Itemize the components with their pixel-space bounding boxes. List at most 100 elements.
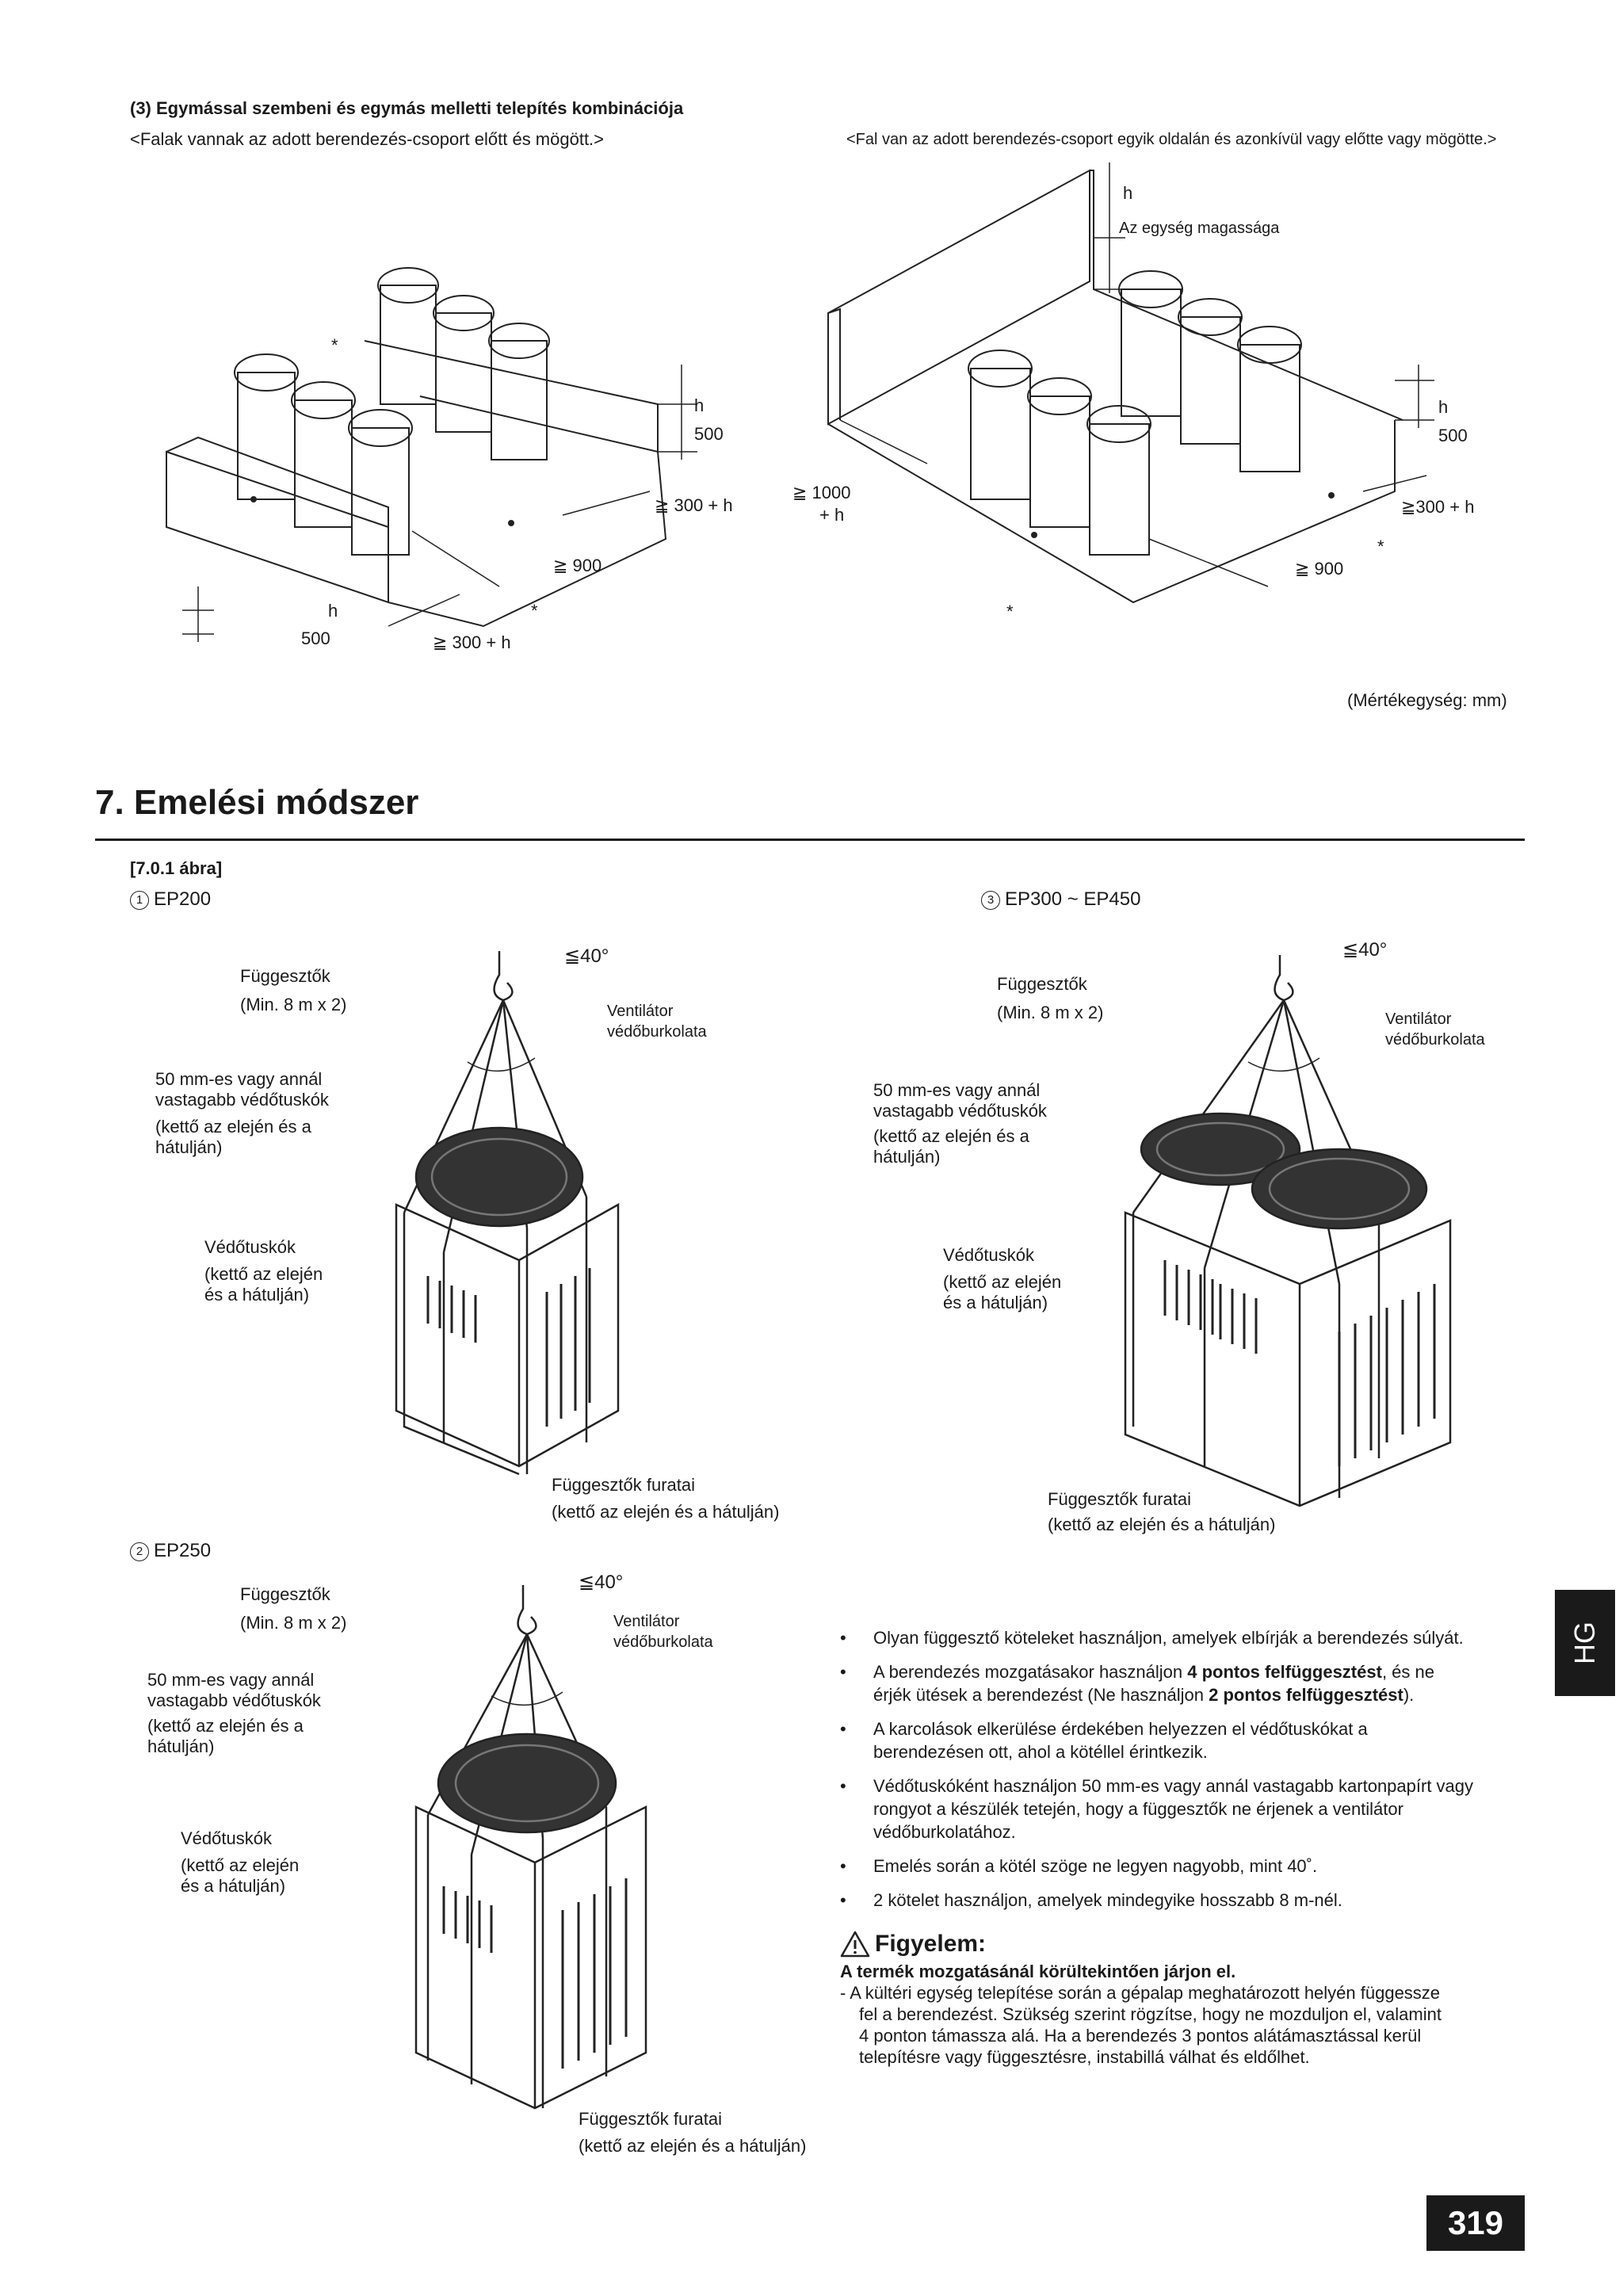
fig1-pads4: hátulján) xyxy=(155,1137,223,1157)
fig1-guards1: Védőtuskók xyxy=(204,1237,296,1257)
fig3-pads4: hátulján) xyxy=(873,1147,941,1167)
fig1-holes1: Függesztők furatai xyxy=(552,1475,695,1495)
left-installation-diagram xyxy=(166,267,697,642)
list-item: Védőtuskóként használjon 50 mm-es vagy a… xyxy=(840,1775,1474,1843)
fig1-holes2: (kettő az elején és a hátulján) xyxy=(552,1502,780,1522)
fig2-guards3: és a hátulján) xyxy=(181,1876,286,1896)
fig1-label: 1 EP200 xyxy=(130,888,211,911)
fig1-angle: ≦40° xyxy=(564,946,609,967)
list-item: Emelés során a kötél szöge ne legyen nag… xyxy=(840,1855,1474,1878)
fig1-slings-min: (Min. 8 m x 2) xyxy=(240,995,347,1014)
fig3-holes2: (kettő az elején és a hátulján) xyxy=(1048,1515,1276,1534)
fig3-guards3: és a hátulján) xyxy=(943,1293,1048,1312)
fig2-fan-guard2: védőburkolata xyxy=(613,1633,713,1651)
left-caption: <Falak vannak az adott berendezés-csopor… xyxy=(130,129,605,149)
right-star-right: * xyxy=(1377,537,1384,556)
caution-text-line: telepítésre vagy függesztésre, instabill… xyxy=(859,2047,1310,2067)
fig3-pads3: (kettő az elején és a xyxy=(873,1126,1029,1146)
fig2-holes1: Függesztők furatai xyxy=(579,2109,722,2129)
right-1000-h: + h xyxy=(819,505,845,525)
fig1-pads2: vastagabb védőtuskók xyxy=(155,1090,329,1110)
fig2-angle: ≦40° xyxy=(579,1572,624,1593)
unit-note: (Mértékegység: mm) xyxy=(1347,690,1507,710)
fig1-number: 1 xyxy=(130,891,149,910)
ep250-lifting-drawing xyxy=(414,1585,647,2110)
fig3-fan-guard2: védőburkolata xyxy=(1385,1031,1485,1049)
fig2-fan-guard1: Ventilátor xyxy=(613,1613,680,1630)
right-star-bottom: * xyxy=(1006,602,1014,621)
left-star-bottom: * xyxy=(531,601,538,621)
fig2-pads3: (kettő az elején és a xyxy=(147,1716,304,1736)
caution-text-line: 4 ponton támassza alá. Ha a berendezés 3… xyxy=(859,2026,1422,2046)
list-item: 2 kötelet használjon, amelyek mindegyike… xyxy=(840,1889,1474,1912)
fig2-number: 2 xyxy=(130,1542,149,1561)
right-300h: ≧300 + h xyxy=(1401,497,1475,517)
fig2-holes2: (kettő az elején és a hátulján) xyxy=(579,2136,807,2156)
left-300h-bottom: ≧ 300 + h xyxy=(433,632,511,652)
caution-title: Figyelem: xyxy=(875,1931,987,1957)
language-tab-label: HG xyxy=(1568,1622,1601,1664)
fig3-slings-min: (Min. 8 m x 2) xyxy=(997,1003,1104,1022)
list-item: A karcolások elkerülése érdekében helyez… xyxy=(840,1717,1474,1763)
ep200-lifting-drawing xyxy=(395,951,620,1476)
language-tab: HG xyxy=(1555,1590,1615,1696)
fig2-pads4: hátulján) xyxy=(147,1736,215,1756)
fig3-model: EP300 ~ EP450 xyxy=(1005,888,1141,910)
heading-rule xyxy=(95,839,1525,841)
right-h-top: h xyxy=(1123,183,1133,203)
fig2-slings-min: (Min. 8 m x 2) xyxy=(240,1613,347,1633)
fig3-pads2: vastagabb védőtuskók xyxy=(873,1101,1047,1121)
list-item: A berendezés mozgatásakor használjon 4 p… xyxy=(840,1660,1474,1706)
fig3-label: 3 EP300 ~ EP450 xyxy=(981,888,1140,911)
fig3-holes1: Függesztők furatai xyxy=(1048,1489,1191,1509)
fig1-fan-guard2: védőburkolata xyxy=(607,1023,707,1041)
fig2-pads1: 50 mm-es vagy annál xyxy=(147,1670,315,1690)
fig2-label: 2 EP250 xyxy=(130,1539,211,1563)
fig1-slings: Függesztők xyxy=(240,966,330,986)
left-h-bottom: h xyxy=(328,601,338,621)
fig3-angle: ≦40° xyxy=(1342,939,1388,961)
fig1-guards3: és a hátulján) xyxy=(204,1285,310,1305)
fig1-fan-guard1: Ventilátor xyxy=(607,1003,674,1020)
left-900: ≧ 900 xyxy=(553,556,602,575)
fig2-pads2: vastagabb védőtuskók xyxy=(147,1690,321,1710)
fig3-slings: Függesztők xyxy=(997,974,1087,994)
caution-box: Figyelem: A termék mozgatásánál körültek… xyxy=(840,1931,1490,2068)
fig1-model: EP200 xyxy=(154,888,212,910)
right-500: 500 xyxy=(1438,426,1468,445)
right-h-side: h xyxy=(1438,397,1449,417)
fig2-model: EP250 xyxy=(154,1540,212,1561)
list-item: Olyan függesztő köteleket használjon, am… xyxy=(840,1626,1474,1649)
fig1-pads3: (kettő az elején és a xyxy=(155,1117,311,1137)
caution-subtitle: A termék mozgatásánál körültekintően jár… xyxy=(840,1962,1236,1981)
fig3-guards1: Védőtuskók xyxy=(943,1245,1034,1265)
left-h-top: h xyxy=(694,395,705,415)
right-caption: <Fal van az adott berendezés-csoport egy… xyxy=(846,131,1497,148)
fig1-pads1: 50 mm-es vagy annál xyxy=(155,1069,323,1089)
ep300-lifting-drawing xyxy=(1124,955,1452,1507)
right-installation-diagram xyxy=(827,162,1434,604)
fig3-pads1: 50 mm-es vagy annál xyxy=(873,1080,1041,1100)
left-star-top: * xyxy=(331,335,338,355)
fig3-number: 3 xyxy=(981,891,1000,910)
caution-text-line: fel a berendezést. Szükség szerint rögzí… xyxy=(859,2004,1442,2024)
fig3-fan-guard1: Ventilátor xyxy=(1385,1010,1452,1028)
fig2-guards2: (kettő az elején xyxy=(181,1855,300,1875)
section7-heading: 7. Emelési módszer xyxy=(95,783,419,822)
fig2-slings: Függesztők xyxy=(240,1584,330,1604)
fig2-guards1: Védőtuskók xyxy=(181,1828,272,1848)
right-1000: ≧ 1000 xyxy=(792,483,851,502)
caution-text-line: - A kültéri egység telepítése során a gé… xyxy=(840,1983,1441,2003)
lifting-instructions-list: Olyan függesztő köteleket használjon, am… xyxy=(840,1626,1474,1923)
fig3-guards2: (kettő az elején xyxy=(943,1272,1062,1292)
left-300h-right: ≧ 300 + h xyxy=(655,495,733,515)
right-unit-height: Az egység magassága xyxy=(1119,220,1280,237)
right-900: ≧ 900 xyxy=(1295,559,1344,579)
warning-icon xyxy=(840,1931,870,1958)
fig-ref: [7.0.1 ábra] xyxy=(130,858,223,878)
left-500-bottom: 500 xyxy=(301,628,330,648)
left-500-top: 500 xyxy=(694,424,724,444)
fig1-guards2: (kettő az elején xyxy=(204,1264,323,1284)
page-number: 319 xyxy=(1426,2195,1525,2251)
section3-title: (3) Egymással szembeni és egymás mellett… xyxy=(130,98,684,118)
